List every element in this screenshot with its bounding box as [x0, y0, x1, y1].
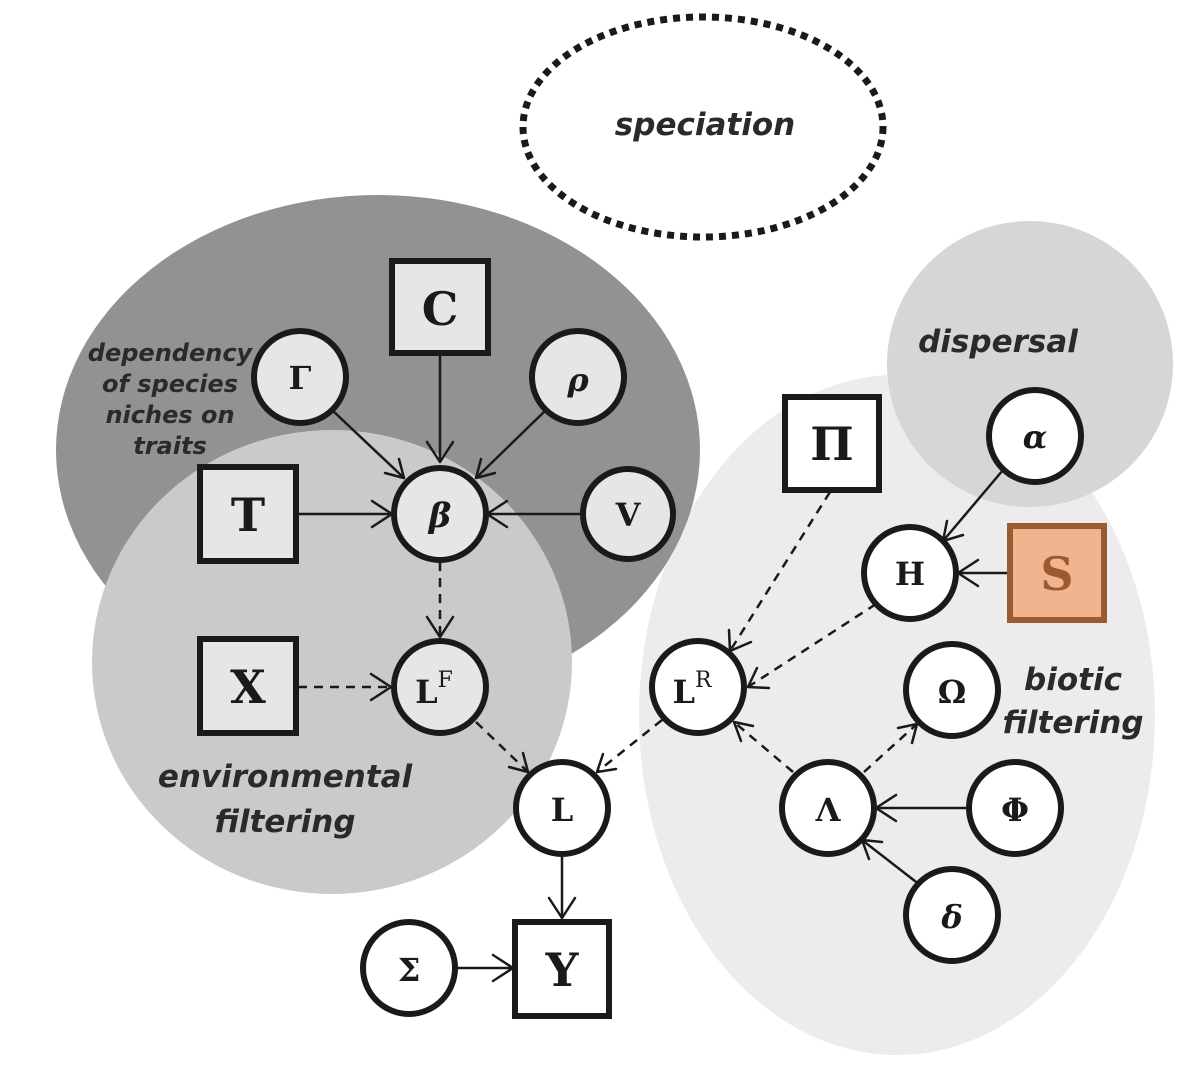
node-lf-label: LF: [415, 668, 453, 712]
speciation-region: [519, 13, 887, 241]
node-c-label: C: [422, 282, 459, 336]
edge-gamma-beta: [331, 409, 406, 480]
node-lf: LF: [391, 638, 489, 736]
node-pi: Π: [782, 394, 882, 493]
node-rho: ρ: [529, 328, 627, 426]
edge-sigma-y: [456, 953, 515, 983]
node-l: L: [513, 759, 611, 857]
node-lr-label: LR: [672, 668, 713, 712]
environmental-label-line1: environmental: [158, 759, 413, 795]
speciation-label: speciation: [615, 107, 795, 143]
edge-lambda-lr: [732, 720, 794, 773]
node-lr: LR: [649, 638, 747, 736]
biotic-label-line2: filtering: [1002, 705, 1143, 741]
edge-lr-l: [595, 719, 663, 774]
node-v-label: V: [615, 496, 642, 534]
node-sigma-label: Σ: [398, 951, 421, 989]
region-labels: speciation dependency of species niches …: [88, 107, 1144, 840]
dependency-label-line2: of species: [102, 370, 238, 398]
dispersal-region: [887, 221, 1173, 507]
biotic-label-line1: biotic: [1024, 662, 1123, 698]
dependency-label-line3: niches on: [105, 401, 234, 429]
dependency-label-line1: dependency: [88, 339, 254, 367]
dependency-label-line4: traits: [133, 432, 207, 460]
node-s-label: S: [1040, 547, 1073, 601]
dispersal-label: dispersal: [918, 324, 1078, 360]
node-lr-superscript: R: [695, 668, 713, 693]
node-t-label: T: [231, 488, 265, 542]
node-beta: β: [391, 465, 489, 563]
node-l-label: L: [551, 791, 574, 829]
node-t: T: [197, 464, 299, 564]
node-v: V: [580, 466, 676, 562]
node-delta-label: δ: [940, 898, 962, 936]
node-phi-label: Φ: [1001, 791, 1029, 829]
edge-rho-beta: [474, 409, 547, 480]
node-pi-label: Π: [810, 417, 853, 471]
node-sigma: Σ: [360, 919, 458, 1017]
node-h-label: H: [895, 555, 925, 593]
node-lf-base: L: [415, 673, 438, 711]
node-h: H: [861, 524, 959, 622]
edge-l-y: [547, 856, 577, 920]
environmental-label-line2: filtering: [214, 804, 355, 840]
node-gamma: Γ: [251, 328, 349, 426]
node-gamma-label: Γ: [289, 359, 312, 397]
node-beta-label: β: [427, 496, 452, 536]
node-omega-label: Ω: [938, 673, 966, 711]
node-alpha: α: [986, 387, 1084, 485]
node-x-label: X: [230, 660, 266, 714]
edge-lf-l: [475, 721, 530, 774]
node-phi: Φ: [966, 759, 1064, 857]
node-c: C: [389, 258, 491, 356]
node-y-label: Y: [545, 943, 580, 997]
node-s: S: [1007, 523, 1107, 623]
node-lambda: Λ: [779, 759, 877, 857]
node-omega: Ω: [903, 641, 1001, 739]
edge-c-beta: [425, 354, 455, 464]
node-lambda-label: Λ: [815, 791, 842, 829]
node-y: Y: [512, 919, 612, 1019]
edge-beta-lf: [425, 562, 455, 639]
node-delta: δ: [903, 866, 1001, 964]
node-alpha-label: α: [1023, 418, 1048, 456]
node-lf-superscript: F: [438, 668, 453, 693]
node-layer: C Γ ρ T β V X: [197, 258, 1107, 1019]
node-lr-base: L: [672, 673, 695, 711]
edge-h-lr: [746, 602, 877, 690]
node-x: X: [197, 636, 299, 736]
node-rho-label: ρ: [566, 361, 589, 399]
